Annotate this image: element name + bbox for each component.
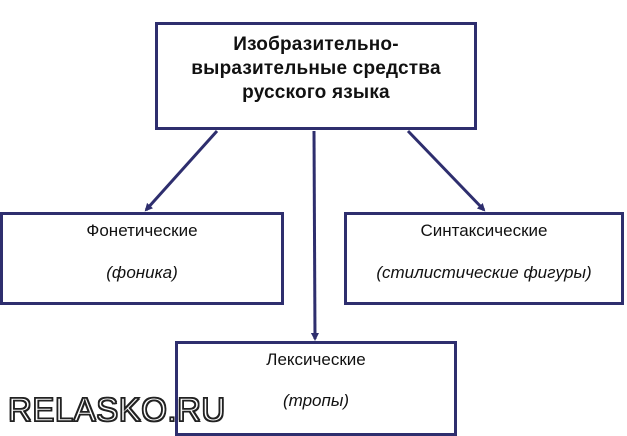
phonetic-subtitle: (фоника) bbox=[106, 263, 178, 282]
root-line-3: русского языка bbox=[242, 82, 390, 103]
arrow-to-lexical bbox=[310, 130, 319, 341]
lexical-node: Лексические (тропы) bbox=[175, 341, 457, 436]
root-line-2: выразительные средства bbox=[191, 58, 441, 79]
arrow-to-syntactic bbox=[406, 129, 486, 212]
lexical-subtitle: (тропы) bbox=[282, 391, 350, 410]
arrow-to-phonetic bbox=[144, 129, 219, 212]
syntactic-title: Синтаксические bbox=[420, 221, 548, 240]
watermark: RELASKO.RU bbox=[7, 390, 226, 429]
lexical-title: Лексические bbox=[266, 350, 366, 369]
syntactic-node: Синтаксические (стилистические фигуры) bbox=[344, 212, 624, 305]
syntactic-subtitle: (стилистические фигуры) bbox=[376, 263, 592, 282]
phonetic-title: Фонетические bbox=[86, 221, 198, 240]
phonetic-node: Фонетические (фоника) bbox=[0, 212, 284, 305]
root-line-1: Изобразительно- bbox=[233, 34, 399, 55]
root-node: Изобразительно- выразительные средства р… bbox=[155, 22, 477, 130]
